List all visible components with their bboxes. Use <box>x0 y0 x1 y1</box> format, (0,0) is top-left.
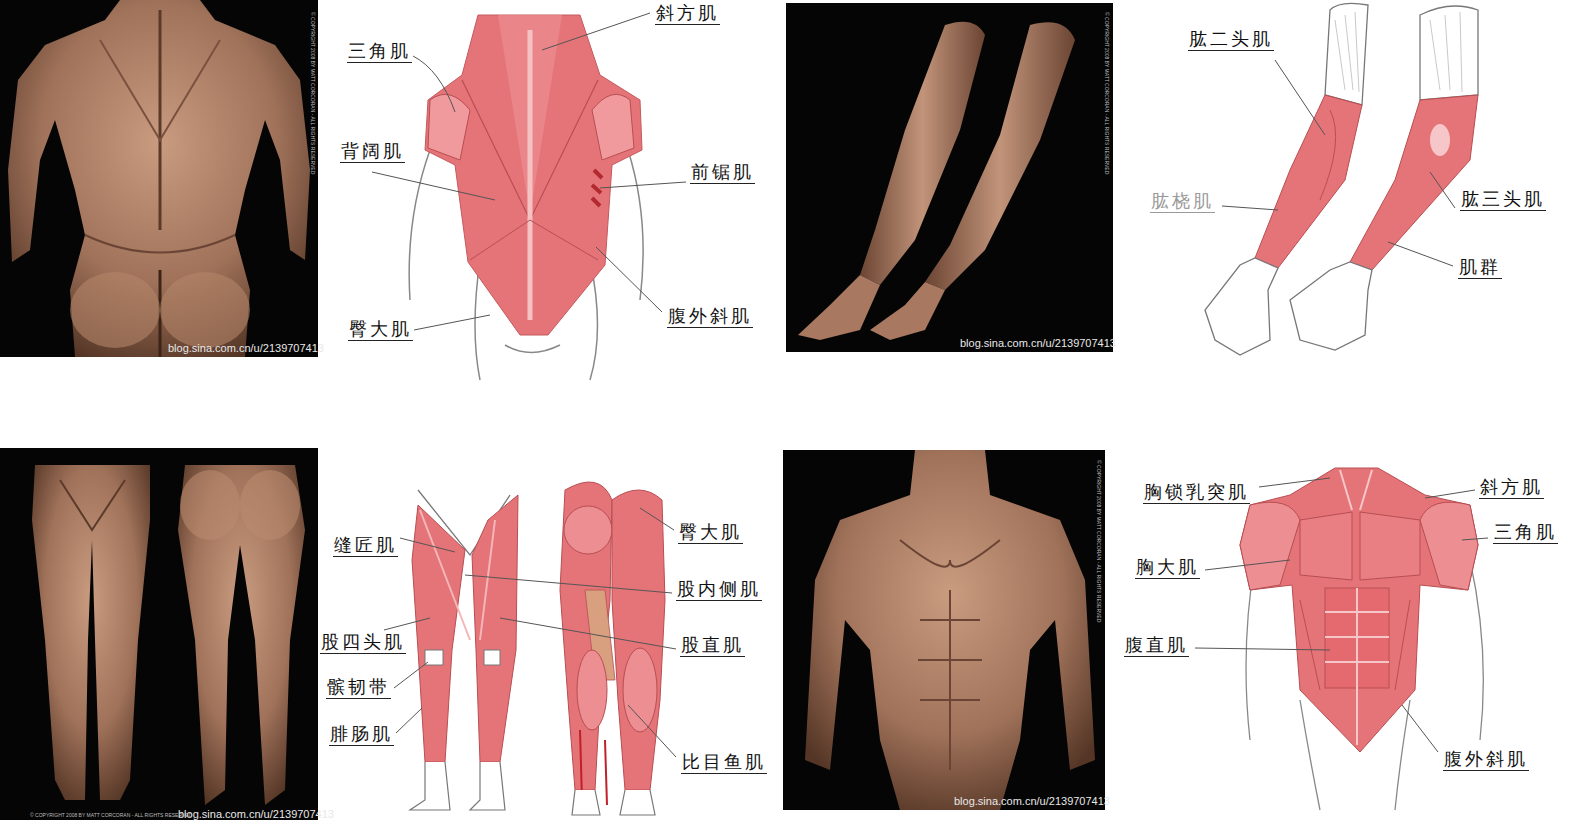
muscle-label: 缝匠肌 <box>333 534 398 557</box>
muscle-label: 背阔肌 <box>340 140 405 163</box>
muscle-label: 胸大肌 <box>1135 556 1200 579</box>
muscle-label: 三角肌 <box>1493 521 1558 544</box>
copyright-notice: © COPYRIGHT 2008 BY MATT CORCORAN - ALL … <box>30 812 192 818</box>
torso-render <box>783 450 1105 810</box>
muscle-label: 腓肠肌 <box>329 723 394 746</box>
muscle-label: 腹外斜肌 <box>667 305 753 328</box>
muscle-label: 胸锁乳突肌 <box>1143 481 1250 504</box>
muscle-label: 肌群 <box>1458 256 1502 279</box>
muscle-label: 腹外斜肌 <box>1443 748 1529 771</box>
watermark: blog.sina.com.cn/u/2139707413 <box>954 795 1110 807</box>
muscle-label: 斜方肌 <box>655 2 720 25</box>
leg-muscle-diagram <box>410 482 665 815</box>
watermark: blog.sina.com.cn/u/2139707413 <box>178 808 334 820</box>
muscle-label: 三角肌 <box>347 40 412 63</box>
copyright-notice: © COPYRIGHT 2008 BY MATT CORCORAN - ALL … <box>310 12 316 174</box>
muscle-label: 股内侧肌 <box>676 578 762 601</box>
leader-lines <box>372 13 1488 757</box>
copyright-notice: © COPYRIGHT 2008 BY MATT CORCORAN - ALL … <box>1104 12 1110 174</box>
back-render <box>0 0 318 357</box>
muscle-label: 臀大肌 <box>678 521 743 544</box>
muscle-label: 前锯肌 <box>690 161 755 184</box>
muscle-label: 比目鱼肌 <box>681 751 767 774</box>
back-muscle-diagram <box>409 15 643 380</box>
muscle-label: 肱桡肌 <box>1150 190 1215 213</box>
watermark: blog.sina.com.cn/u/2139707413 <box>960 337 1116 349</box>
muscle-label: 臀大肌 <box>348 318 413 341</box>
leg-render <box>0 448 318 820</box>
arm-muscle-diagram <box>1205 3 1478 355</box>
muscle-label: 肱二头肌 <box>1188 28 1274 51</box>
muscle-label: 股直肌 <box>680 634 745 657</box>
muscle-label: 髌韧带 <box>326 676 391 699</box>
muscle-label: 股四头肌 <box>320 631 406 654</box>
muscle-label: 腹直肌 <box>1124 634 1189 657</box>
watermark: blog.sina.com.cn/u/2139707413 <box>168 342 324 354</box>
muscle-label: 斜方肌 <box>1479 476 1544 499</box>
muscle-label: 肱三头肌 <box>1460 188 1546 211</box>
copyright-notice: © COPYRIGHT 2008 BY MATT CORCORAN - ALL … <box>1096 460 1102 622</box>
arm-render <box>786 3 1113 352</box>
